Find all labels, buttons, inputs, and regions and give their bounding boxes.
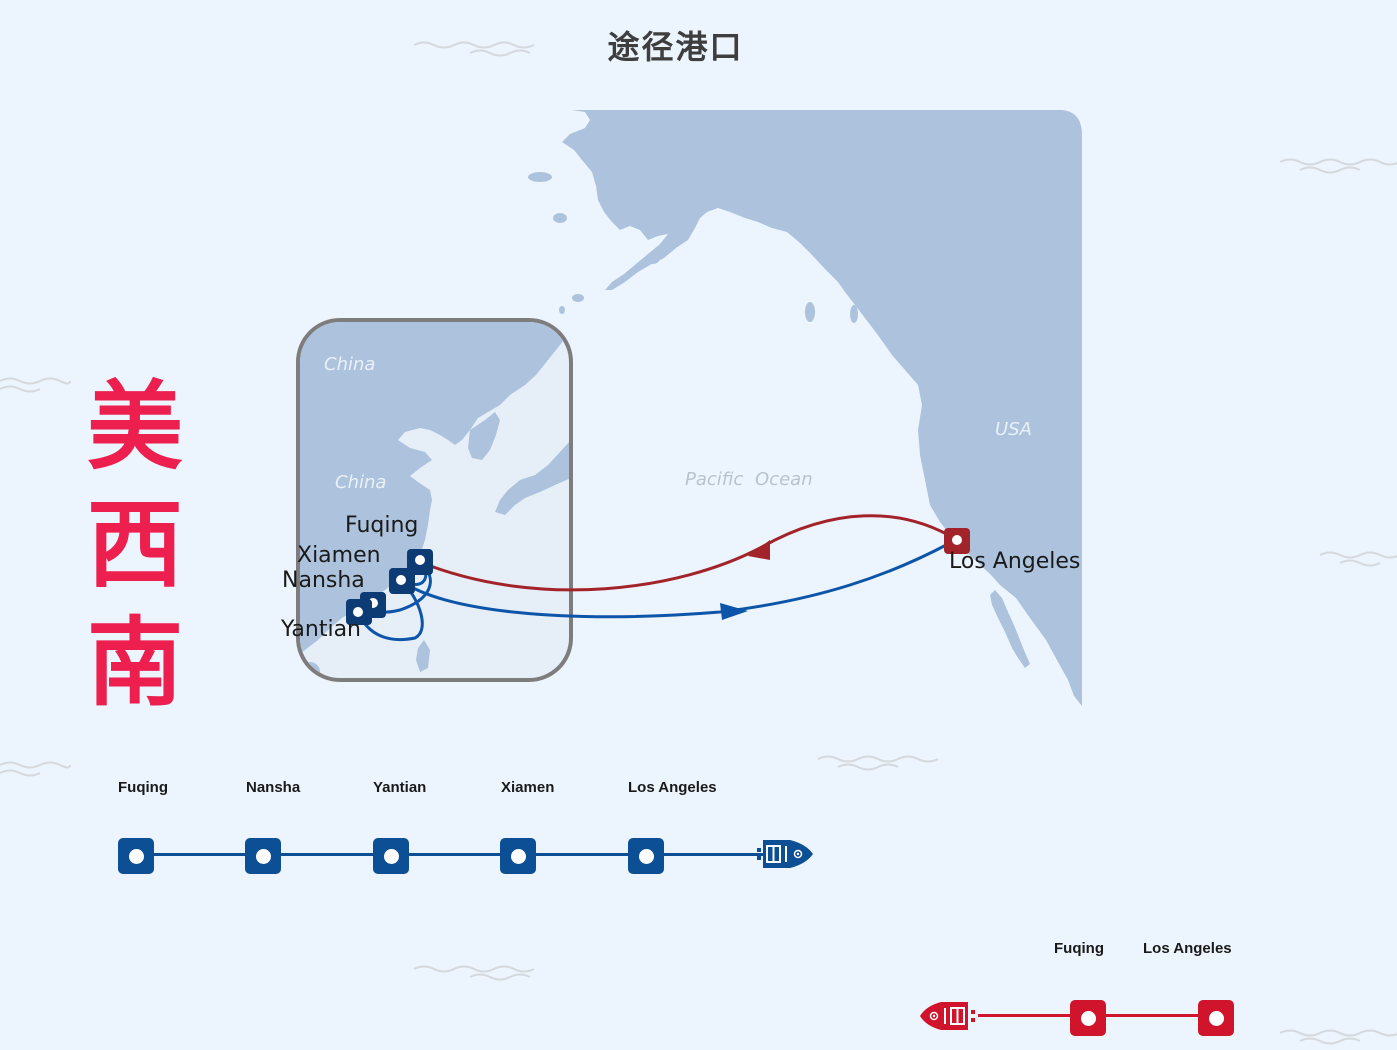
- port-label-xiamen: Xiamen: [297, 543, 381, 568]
- port-marker-fuqing: [407, 549, 433, 575]
- ship-icon: [757, 840, 813, 868]
- china-land: [300, 322, 569, 655]
- timeline-track: [150, 853, 770, 856]
- timeline-stop-fuqing[interactable]: [118, 838, 154, 874]
- north-america-land: [562, 110, 1082, 706]
- wave-decoration: [1279, 1029, 1397, 1045]
- port-marker-los-angeles: [944, 528, 970, 554]
- wave-decoration: [1319, 551, 1397, 567]
- timeline-stop-label: Nansha: [246, 779, 301, 796]
- timeline-stop-los-angeles[interactable]: [1198, 1000, 1234, 1036]
- route-name: 美 西 南: [85, 368, 185, 722]
- baja-peninsula: [990, 590, 1030, 668]
- local-loop-route: [356, 579, 424, 642]
- timeline-stop-los-angeles[interactable]: [628, 838, 664, 874]
- page-title: 途径港口: [607, 28, 744, 66]
- timeline-stop-label: Los Angeles: [628, 779, 717, 796]
- taiwan-land: [416, 640, 430, 672]
- port-label-nansha: Nansha: [282, 568, 365, 593]
- japan-land: [495, 440, 569, 515]
- return-arrow: [748, 540, 770, 560]
- timeline-stop-xiamen[interactable]: [500, 838, 536, 874]
- port-marker-xiamen: [389, 568, 415, 594]
- timeline-stop-label: Yantian: [373, 779, 427, 796]
- ocean-label: Pacific Ocean: [685, 469, 813, 490]
- korea-land: [468, 412, 500, 460]
- ship-icon: [920, 1002, 975, 1030]
- wave-decoration: [817, 755, 939, 771]
- outbound-route: [401, 541, 951, 619]
- country-label-china: China: [324, 354, 376, 375]
- port-label-yantian: Yantian: [281, 617, 361, 642]
- timeline-stop-label: Fuqing: [1054, 940, 1104, 957]
- timeline-stop-yantian[interactable]: [373, 838, 409, 874]
- timeline-stop-label: Xiamen: [501, 779, 555, 796]
- outbound-arrow: [720, 603, 748, 620]
- port-label-los-angeles: Los Angeles: [949, 549, 1081, 574]
- route-name-char: 南: [87, 607, 183, 719]
- timeline-stop-label: Los Angeles: [1143, 940, 1232, 957]
- route-name-char: 美: [87, 371, 183, 483]
- country-label-china: China: [335, 472, 387, 493]
- timeline-stop-label: Fuqing: [118, 779, 168, 796]
- timeline-stop-fuqing[interactable]: [1070, 1000, 1106, 1036]
- wave-decoration: [413, 965, 535, 981]
- wave-decoration: [413, 41, 535, 57]
- wave-decoration: [0, 761, 71, 777]
- port-marker-yantian: [346, 599, 372, 625]
- wave-decoration: [1279, 158, 1397, 174]
- route-name-char: 西: [87, 489, 183, 601]
- timeline-stop-nansha[interactable]: [245, 838, 281, 874]
- return-route: [419, 514, 958, 592]
- wave-decoration: [0, 377, 71, 393]
- country-label-usa: USA: [995, 419, 1032, 440]
- port-label-fuqing: Fuqing: [345, 513, 419, 538]
